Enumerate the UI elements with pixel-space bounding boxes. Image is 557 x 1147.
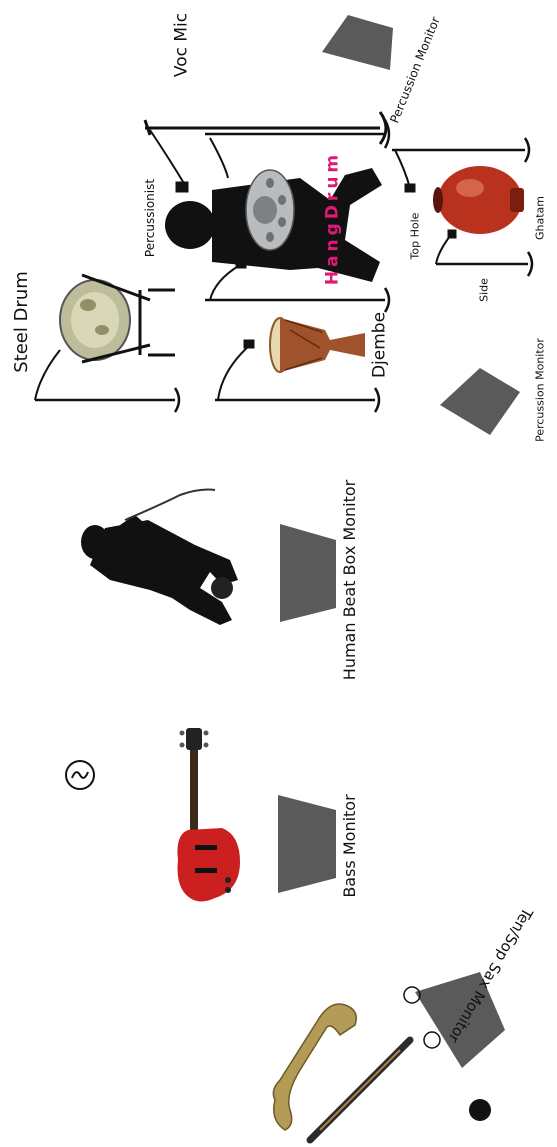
power-outlet-icon xyxy=(66,761,94,789)
soprano-sax-icon xyxy=(310,1040,410,1140)
bass-monitor-label: Bass Monitor xyxy=(342,794,358,897)
top-hole-label: Top Hole xyxy=(410,213,421,260)
hang-drum-label: HangDrum xyxy=(325,151,342,285)
side-mic-stand-icon xyxy=(436,230,532,276)
ghatam-icon xyxy=(433,166,524,234)
percussion-monitor-bottom-icon xyxy=(440,368,520,435)
djembe-label: Djembe xyxy=(372,312,389,378)
ghatam-label: Ghatam xyxy=(535,196,546,240)
voc-mic-label: Voc Mic xyxy=(174,13,191,77)
djembe-icon xyxy=(270,318,365,372)
steel-drum-icon xyxy=(60,275,175,362)
bass-guitar-icon xyxy=(177,728,240,902)
percussionist-label: Percussionist xyxy=(144,179,156,257)
sax-mic-2-icon xyxy=(424,1032,440,1048)
steel-drum-label: Steel Drum xyxy=(13,271,31,373)
side-label: Side xyxy=(479,278,490,302)
steel-drum-mic-stand-icon xyxy=(35,350,179,412)
percussion-monitor-top-icon xyxy=(322,15,393,70)
hang-drum-icon xyxy=(246,170,294,250)
bass-monitor-icon xyxy=(278,795,336,893)
sax-position-marker-icon xyxy=(469,1099,491,1121)
percussion-monitor-bottom-label: Percussion Monitor xyxy=(535,338,546,442)
beatboxer-silhouette-icon xyxy=(81,490,238,625)
human-beat-box-monitor-label: Human Beat Box Monitor xyxy=(342,480,358,680)
beatbox-monitor-icon xyxy=(280,524,336,622)
